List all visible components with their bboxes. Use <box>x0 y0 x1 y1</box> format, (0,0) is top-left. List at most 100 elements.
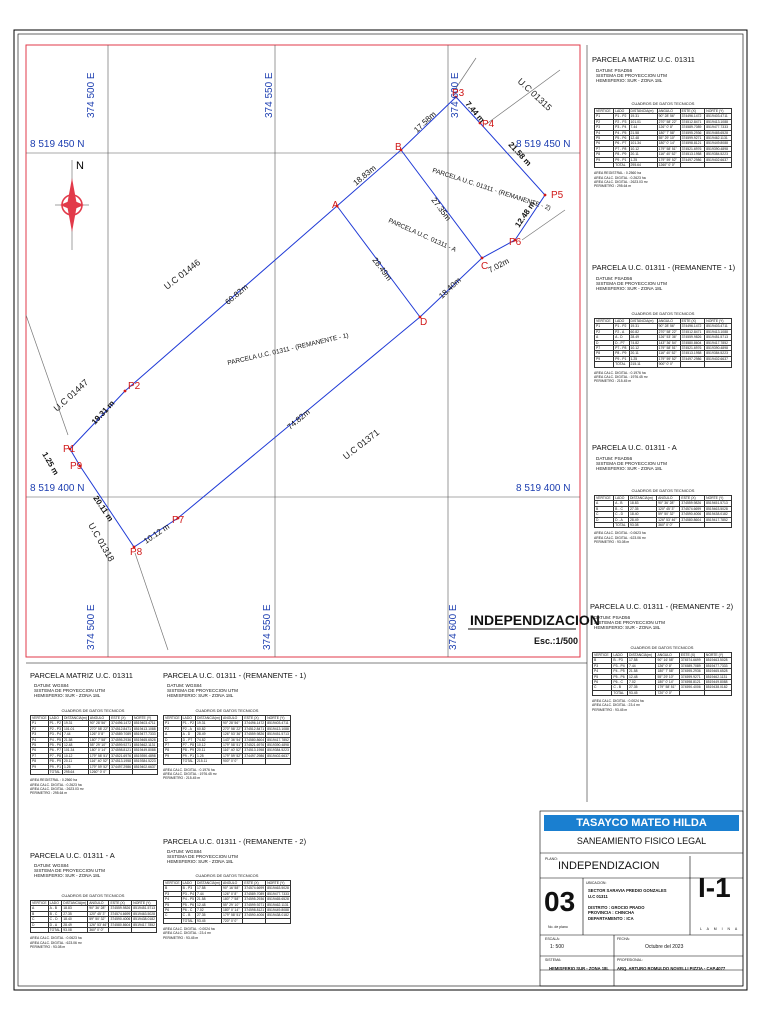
table-caption: CUADROS DE DATOS TECNICOS <box>631 101 695 106</box>
table-cell <box>131 926 157 934</box>
neighbour-label: U.C 01371 <box>341 427 381 461</box>
table-header-cell: DISTANCIA(m) <box>195 714 222 722</box>
table-header-cell: ANGULO <box>655 651 680 659</box>
table-cell: 8519402.6637 <box>704 156 732 164</box>
grid-label-east: 374 600 E <box>448 604 459 650</box>
block-title-parcelA-bottom: PARCELA U.C. 01311 - A <box>30 851 115 860</box>
note-line: AREA REGISTRAL : 0.2560 ha <box>594 171 641 176</box>
table-cell: P4 - P5 <box>47 736 63 744</box>
table-cell: 374589.7089 <box>678 662 705 670</box>
distance-label: 19.31 m <box>90 399 117 427</box>
table-header-cell: ANGULO <box>220 714 244 722</box>
table-cell: 374574.6699 <box>242 885 267 892</box>
note-line: AREA CALC. DIGITAL : 23.4 m² <box>592 703 641 708</box>
table-cell <box>678 689 705 697</box>
vertex-markers <box>68 95 547 549</box>
vertex-label: B <box>395 142 402 153</box>
block-datum-matriz: DATUM: PSAD56 SISTEMA DE PROYECCION UTM … <box>596 68 667 84</box>
table-cell <box>593 521 615 529</box>
table-cell: 8519465.6528 <box>704 129 732 137</box>
table-cell: P3 - P4 <box>180 890 197 898</box>
hemisferio-text: HEMISFERIO: SUR - ZONA 18L <box>167 859 234 865</box>
grid-label-east: 374 550 E <box>262 604 273 650</box>
hemisferio-text: HEMISFERIO: SUR - ZONA 18L <box>167 693 234 699</box>
table-header-cell: NORTE (Y) <box>131 714 158 722</box>
hemisferio-text: HEMISFERIO: SUR - ZONA 18L <box>596 466 663 472</box>
table-cell: 8519462.1131 <box>704 134 732 142</box>
drawing-area-border <box>25 44 581 658</box>
table-cell: 374574.6699 <box>108 910 133 918</box>
table-cell: 8519438.0182 <box>704 511 732 518</box>
note-line: PERIMETRO : 93.08 m <box>594 539 630 544</box>
table-header-cell: LADO <box>180 879 197 887</box>
table-cell: 179° 58' 51" <box>220 912 244 919</box>
table-cell: 374512.8471 <box>109 725 133 733</box>
vertex-label: C <box>481 261 488 272</box>
table-header-cell: ANGULO <box>656 494 681 502</box>
table-cell: 8519403.4711 <box>131 720 158 727</box>
note-line: PERIMETRO : 295.64 m <box>594 184 632 189</box>
neighbour-boundaries <box>25 57 566 651</box>
table-cell: 374598.8121 <box>678 678 705 686</box>
table-cell: 180° 7' 58" <box>656 129 681 137</box>
table-cell: 179° 58' 51" <box>655 684 680 691</box>
table-cell: 8519451.5713 <box>131 905 157 912</box>
table-cell: P8 - P9 <box>613 350 630 357</box>
neighbour-label: U.C 01315 <box>516 76 554 113</box>
table-cell: 8519451.5713 <box>704 334 732 341</box>
table-cell: 8519384.5223 <box>131 758 158 765</box>
table-cell <box>242 917 267 925</box>
table-cell: 8519402.6637 <box>265 752 291 760</box>
table-caption: CUADROS DE DATOS TECNICOS <box>195 708 259 713</box>
table-header-cell: VERTICE <box>591 651 613 659</box>
grid-label-east: 374 600 E <box>450 72 461 118</box>
distance-label: 1.25 m <box>40 451 60 477</box>
table-cell: 55° 29' 10" <box>655 673 680 681</box>
table-cell: 93.08 <box>61 926 89 934</box>
note-line: PERIMETRO : 93.45 m <box>592 707 628 712</box>
table-cell: 8519403.4711 <box>265 720 291 727</box>
table-header-cell: VERTICE <box>593 494 615 502</box>
sistema-text: SISTEMA DE PROYECCION UTM <box>34 688 105 694</box>
distance-label: 74.82m <box>286 407 312 431</box>
table-cell: 374513.1958 <box>679 350 706 357</box>
table-cell: 8519463.5028 <box>704 505 732 513</box>
table-cell: P1 - P2 <box>180 720 197 727</box>
table-cell: 374496.1472 <box>242 720 267 727</box>
table-header-cell: NORTE (Y) <box>704 107 732 115</box>
table-cell: TOTAL <box>611 689 629 697</box>
table-cell: 374496.1472 <box>679 113 706 120</box>
block-datum-rem2-bottom: DATUM: WGS84 SISTEMA DE PROYECCION UTM H… <box>167 849 238 865</box>
hemisferio-text: HEMISFERIO: SUR - ZONA 18L <box>596 78 663 84</box>
table-cell: P1 - P2 <box>613 323 630 330</box>
north-label: N <box>76 160 84 172</box>
table-cell: TOTAL <box>47 926 63 934</box>
table-cell: 8519390.4898 <box>131 752 158 760</box>
note-line: AREA CALC. DIGITAL : 0.1976 ha <box>163 767 215 772</box>
table-cell: 374559.9826 <box>242 731 267 738</box>
table-cell: 90° 28' 56" <box>220 720 244 727</box>
table-cell: 93.45 <box>195 917 222 925</box>
table-cell: 215.11 <box>628 361 658 368</box>
neighbour-label: U.C 01318 <box>86 521 116 563</box>
table-cell: P2 - P3 <box>613 118 630 126</box>
table-cell: P3 - P4 <box>47 731 63 738</box>
distance-label: 7.02m <box>487 256 511 275</box>
title-block-frame <box>539 810 744 987</box>
table-cell: 180° 7' 58" <box>655 668 680 675</box>
table-cell: P2 - A <box>180 725 197 733</box>
distance-label: 10.12 m <box>142 522 171 546</box>
